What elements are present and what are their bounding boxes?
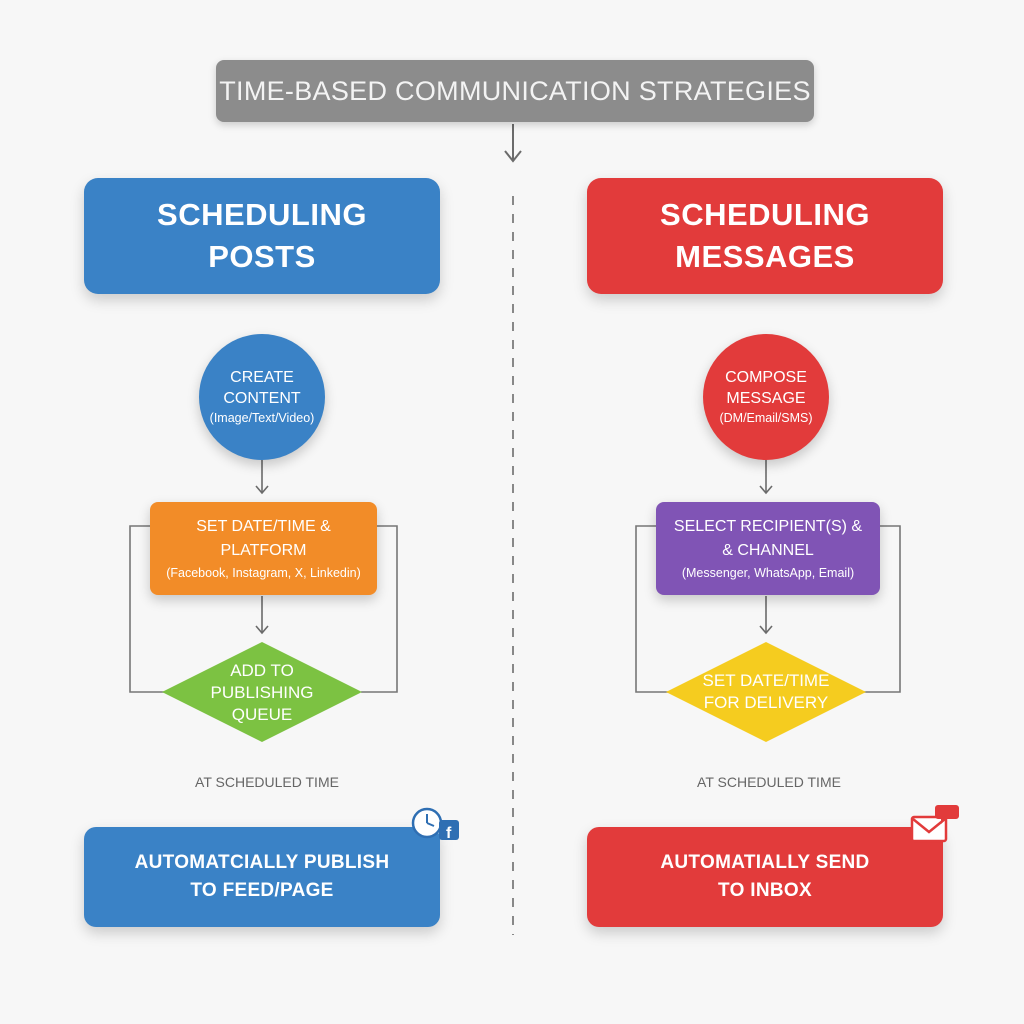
- svg-text:f: f: [446, 825, 452, 842]
- header-left-line1: SCHEDULING: [157, 197, 367, 232]
- select-line1: SELECT RECIPIENT(S) &: [673, 517, 863, 535]
- queue-line2: PUBLISHING: [210, 683, 314, 702]
- node-set-date-platform: SET DATE/TIME & PLATFORM (Facebook, Inst…: [150, 502, 377, 595]
- header-scheduling-messages: SCHEDULING MESSAGES: [587, 178, 943, 294]
- header-right-line1: SCHEDULING: [660, 197, 870, 232]
- node-create-content: CREATE CONTENT (Image/Text/Video): [199, 334, 325, 460]
- title-arrow-head: [504, 150, 522, 163]
- select-line2: & CHANNEL: [722, 541, 814, 559]
- clock-facebook-icon: f: [411, 807, 459, 842]
- node-add-to-queue: ADD TO PUBLISHING QUEUE: [172, 660, 352, 726]
- delivery-line1: SET DATE/TIME: [702, 671, 830, 690]
- right-loop-right: [864, 525, 901, 693]
- compose-line2: MESSAGE: [726, 390, 806, 407]
- left-diamond-shape: [162, 642, 362, 742]
- header-scheduling-posts: SCHEDULING POSTS: [84, 178, 440, 294]
- page-title-text: TIME-BASED COMMUNICATION STRATEGIES: [219, 75, 811, 106]
- header-left-line2: POSTS: [208, 239, 316, 274]
- publish-line2: TO FEED/PAGE: [190, 880, 334, 901]
- delivery-line2: FOR DELIVERY: [703, 693, 829, 712]
- right-diamond-shape: [666, 642, 866, 742]
- set-date-line1: SET DATE/TIME &: [196, 517, 331, 535]
- result-auto-send: AUTOMATIALLY SEND TO INBOX: [587, 827, 943, 927]
- send-line2: TO INBOX: [718, 880, 812, 901]
- left-scheduled-time-note: AT SCHEDULED TIME: [195, 774, 339, 790]
- header-right-line2: MESSAGES: [675, 239, 855, 274]
- right-loop-left: [635, 525, 670, 693]
- set-date-sub: (Facebook, Instagram, X, Linkedin): [166, 565, 361, 580]
- right-scheduled-time-note: AT SCHEDULED TIME: [697, 774, 841, 790]
- queue-line1: ADD TO: [230, 661, 294, 680]
- left-loop-left: [129, 525, 164, 693]
- send-line1: AUTOMATIALLY SEND: [660, 852, 870, 873]
- node-select-recipients: SELECT RECIPIENT(S) & & CHANNEL (Messeng…: [656, 502, 880, 595]
- compose-line1: COMPOSE: [725, 369, 807, 386]
- create-content-line1: CREATE: [230, 369, 294, 386]
- left-loop-right: [361, 525, 398, 693]
- node-compose-message: COMPOSE MESSAGE (DM/Email/SMS): [703, 334, 829, 460]
- page-title: TIME-BASED COMMUNICATION STRATEGIES: [216, 60, 814, 122]
- publish-line1: AUTOMATCIALLY PUBLISH: [134, 852, 390, 873]
- result-auto-publish: AUTOMATCIALLY PUBLISH TO FEED/PAGE: [84, 827, 440, 927]
- create-content-line2: CONTENT: [223, 390, 301, 407]
- select-sub: (Messenger, WhatsApp, Email): [681, 565, 855, 580]
- envelope-chat-icon: [910, 805, 959, 843]
- queue-line3: QUEUE: [231, 705, 293, 724]
- compose-sub: (DM/Email/SMS): [719, 411, 813, 425]
- set-date-line2: PLATFORM: [220, 541, 307, 559]
- node-set-delivery: SET DATE/TIME FOR DELIVERY: [676, 669, 856, 715]
- create-content-sub: (Image/Text/Video): [209, 411, 315, 425]
